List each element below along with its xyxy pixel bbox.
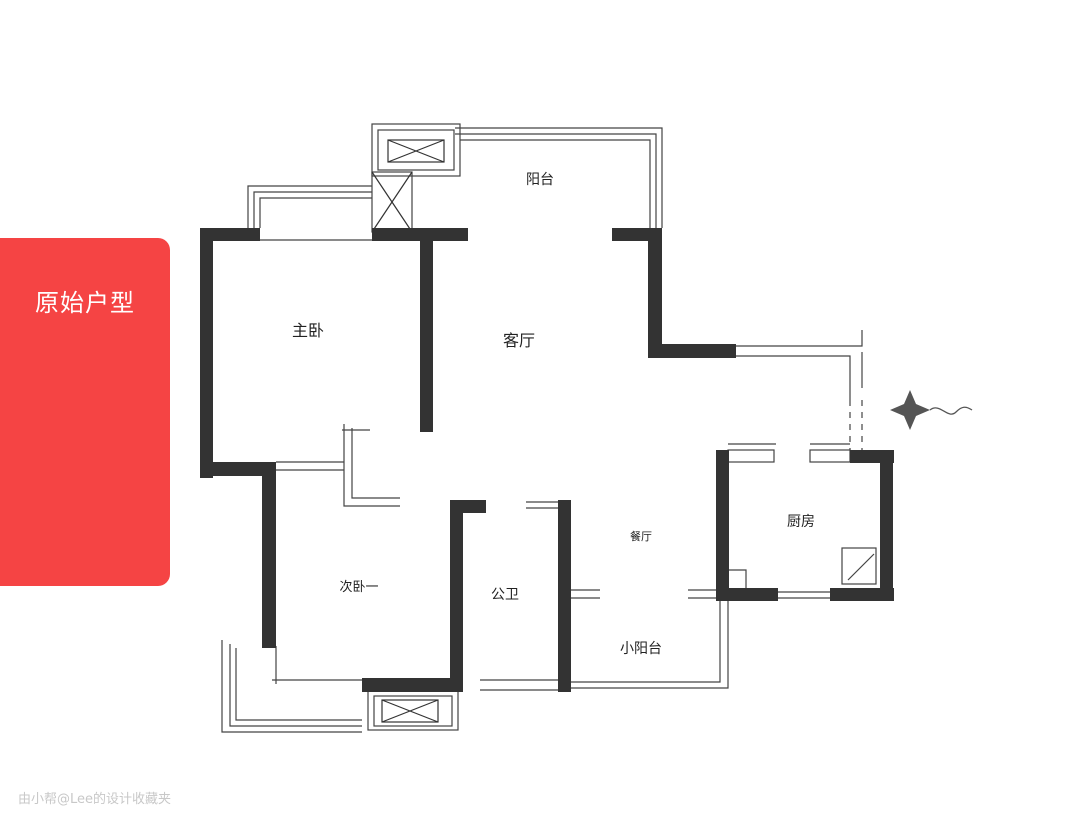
- compass-icon: [890, 390, 973, 430]
- watermark: 由小帮@Lee的设计收藏夹: [18, 792, 172, 807]
- room-label-living-room: 客厅: [503, 331, 535, 350]
- plan-title: 原始户型: [35, 289, 135, 317]
- room-label-kitchen: 厨房: [787, 514, 815, 530]
- walls: [200, 228, 894, 692]
- room-label-second-bedroom: 次卧一: [339, 579, 378, 595]
- air-conditioner-icon: [371, 139, 445, 723]
- room-label-bathroom: 公卫: [491, 587, 519, 603]
- plan-label-tag: [0, 238, 170, 586]
- outline-lines: [221, 123, 877, 733]
- room-label-balcony: 阳台: [526, 172, 554, 188]
- room-label-small-balcony: 小阳台: [620, 641, 662, 657]
- room-labels: 阳台 主卧 客厅 次卧一 餐厅 厨房 公卫 小阳台: [292, 172, 815, 657]
- room-label-master-bedroom: 主卧: [292, 321, 324, 340]
- room-label-dining-room: 餐厅: [630, 529, 652, 543]
